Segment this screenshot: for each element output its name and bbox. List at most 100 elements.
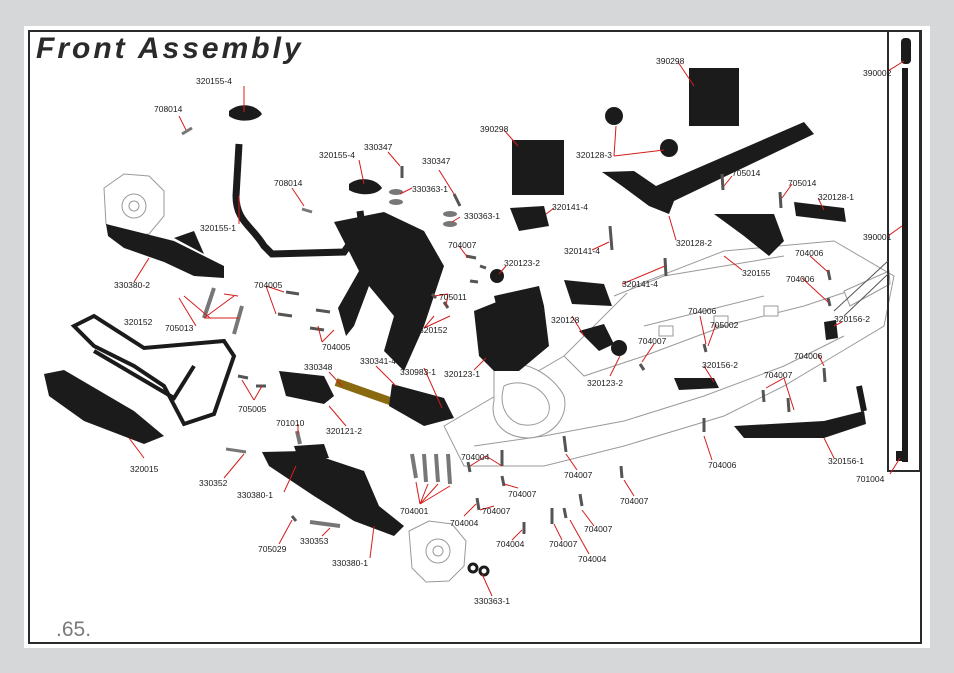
steering-knuckle-lower (408, 520, 467, 583)
part-320156-2b (674, 378, 719, 390)
part-320128-1 (794, 202, 846, 222)
label-330348: 330348 (304, 362, 333, 372)
exploded-diagram: 320155-4 708014 330347 320155-4 330347 3… (44, 30, 921, 606)
part-labels: 320155-4 708014 330347 320155-4 330347 3… (114, 56, 892, 606)
label-704004d: 704004 (578, 554, 607, 564)
label-704005b: 704005 (322, 342, 351, 352)
label-320155-1: 320155-1 (200, 223, 236, 233)
part-330380-2 (106, 224, 224, 278)
label-704007f: 704007 (620, 496, 649, 506)
label-320156-2: 320156-2 (834, 314, 870, 324)
label-320015: 320015 (130, 464, 159, 474)
part-320128 (579, 324, 614, 351)
part-320128-3-b (660, 139, 678, 157)
label-704006d: 704006 (794, 351, 823, 361)
label-320123-2b: 320123-2 (587, 378, 623, 388)
label-708014b: 708014 (274, 178, 303, 188)
part-320128-2 (602, 122, 814, 214)
label-320141-4: 320141-4 (552, 202, 588, 212)
manual-page: Front Assembly (24, 26, 930, 648)
label-704006b: 704006 (786, 274, 815, 284)
label-704007g: 704007 (482, 506, 511, 516)
part-330348-mount (279, 371, 334, 404)
label-705014b: 705014 (788, 178, 817, 188)
label-390298: 390298 (480, 124, 509, 134)
part-320155 (714, 214, 784, 256)
label-330347b: 330347 (422, 156, 451, 166)
label-320155-4b: 320155-4 (319, 150, 355, 160)
label-320156-2b: 320156-2 (702, 360, 738, 370)
label-701010: 701010 (276, 418, 305, 428)
label-320155-4: 320155-4 (196, 76, 232, 86)
chassis-frame (443, 240, 895, 467)
part-320156-2 (824, 320, 838, 340)
label-320123-2: 320123-2 (504, 258, 540, 268)
part-320155-4 (229, 105, 262, 121)
label-704005: 704005 (254, 280, 283, 290)
label-320152b: 320152 (419, 325, 448, 335)
label-320128-1: 320128-1 (818, 192, 854, 202)
label-701004: 701004 (856, 474, 885, 484)
label-330352: 330352 (199, 478, 228, 488)
label-330363-1b: 330363-1 (464, 211, 500, 221)
label-705014: 705014 (732, 168, 761, 178)
label-330353: 330353 (300, 536, 329, 546)
label-704006: 704006 (795, 248, 824, 258)
part-330380-1 (262, 451, 404, 536)
part-390298-a (512, 140, 564, 195)
label-330983-1: 330983-1 (400, 367, 436, 377)
label-320155: 320155 (742, 268, 771, 278)
leader-lines (128, 60, 905, 597)
label-704007b: 704007 (638, 336, 667, 346)
part-320128-3-a (605, 107, 623, 125)
label-320121-2: 320121-2 (326, 426, 362, 436)
label-330380-1b: 330380-1 (332, 558, 368, 568)
label-320128-2: 320128-2 (676, 238, 712, 248)
part-390298-b (689, 68, 739, 126)
hardware (181, 126, 832, 577)
label-390001: 390001 (863, 232, 892, 242)
part-320123-1 (474, 291, 549, 371)
steering-knuckle-upper (103, 173, 165, 237)
label-320123-1: 320123-1 (444, 369, 480, 379)
part-320141-4-a (510, 206, 549, 231)
label-320141-4b: 320141-4 (564, 246, 600, 256)
label-330363-1: 330363-1 (412, 184, 448, 194)
part-320141-4-b (564, 280, 612, 306)
label-704004: 704004 (461, 452, 490, 462)
label-704007c: 704007 (764, 370, 793, 380)
label-320128: 320128 (551, 315, 580, 325)
part-330983-1 (334, 212, 444, 371)
label-704007e: 704007 (508, 489, 537, 499)
label-390002: 390002 (863, 68, 892, 78)
part-330341-4 (389, 384, 454, 426)
label-320152: 320152 (124, 317, 153, 327)
label-320156-1: 320156-1 (828, 456, 864, 466)
part-320123-2-b (611, 340, 627, 356)
label-330380-1: 330380-1 (237, 490, 273, 500)
label-320128-3: 320128-3 (576, 150, 612, 160)
label-390298b: 390298 (656, 56, 685, 66)
label-330363-1c: 330363-1 (474, 596, 510, 606)
label-705002: 705002 (710, 320, 739, 330)
label-704007d: 704007 (564, 470, 593, 480)
label-705029: 705029 (258, 544, 287, 554)
label-704004c: 704004 (496, 539, 525, 549)
page-title: Front Assembly (36, 32, 304, 65)
label-330341-4: 330341-4 (360, 356, 396, 366)
parts (44, 30, 921, 536)
part-701004 (896, 451, 904, 461)
label-330380-2: 330380-2 (114, 280, 150, 290)
label-704004b: 704004 (450, 518, 479, 528)
part-320015 (44, 370, 164, 444)
page-number: .65. (56, 618, 92, 641)
label-704006c: 704006 (688, 306, 717, 316)
label-705011: 705011 (439, 292, 467, 302)
label-704007: 704007 (448, 240, 477, 250)
part-390001 (902, 68, 908, 462)
part-320121-2 (294, 444, 329, 461)
label-330347: 330347 (364, 142, 393, 152)
rod-highlight-box (887, 30, 921, 472)
label-320141-4c: 320141-4 (622, 279, 658, 289)
part-320156-1 (734, 411, 866, 438)
